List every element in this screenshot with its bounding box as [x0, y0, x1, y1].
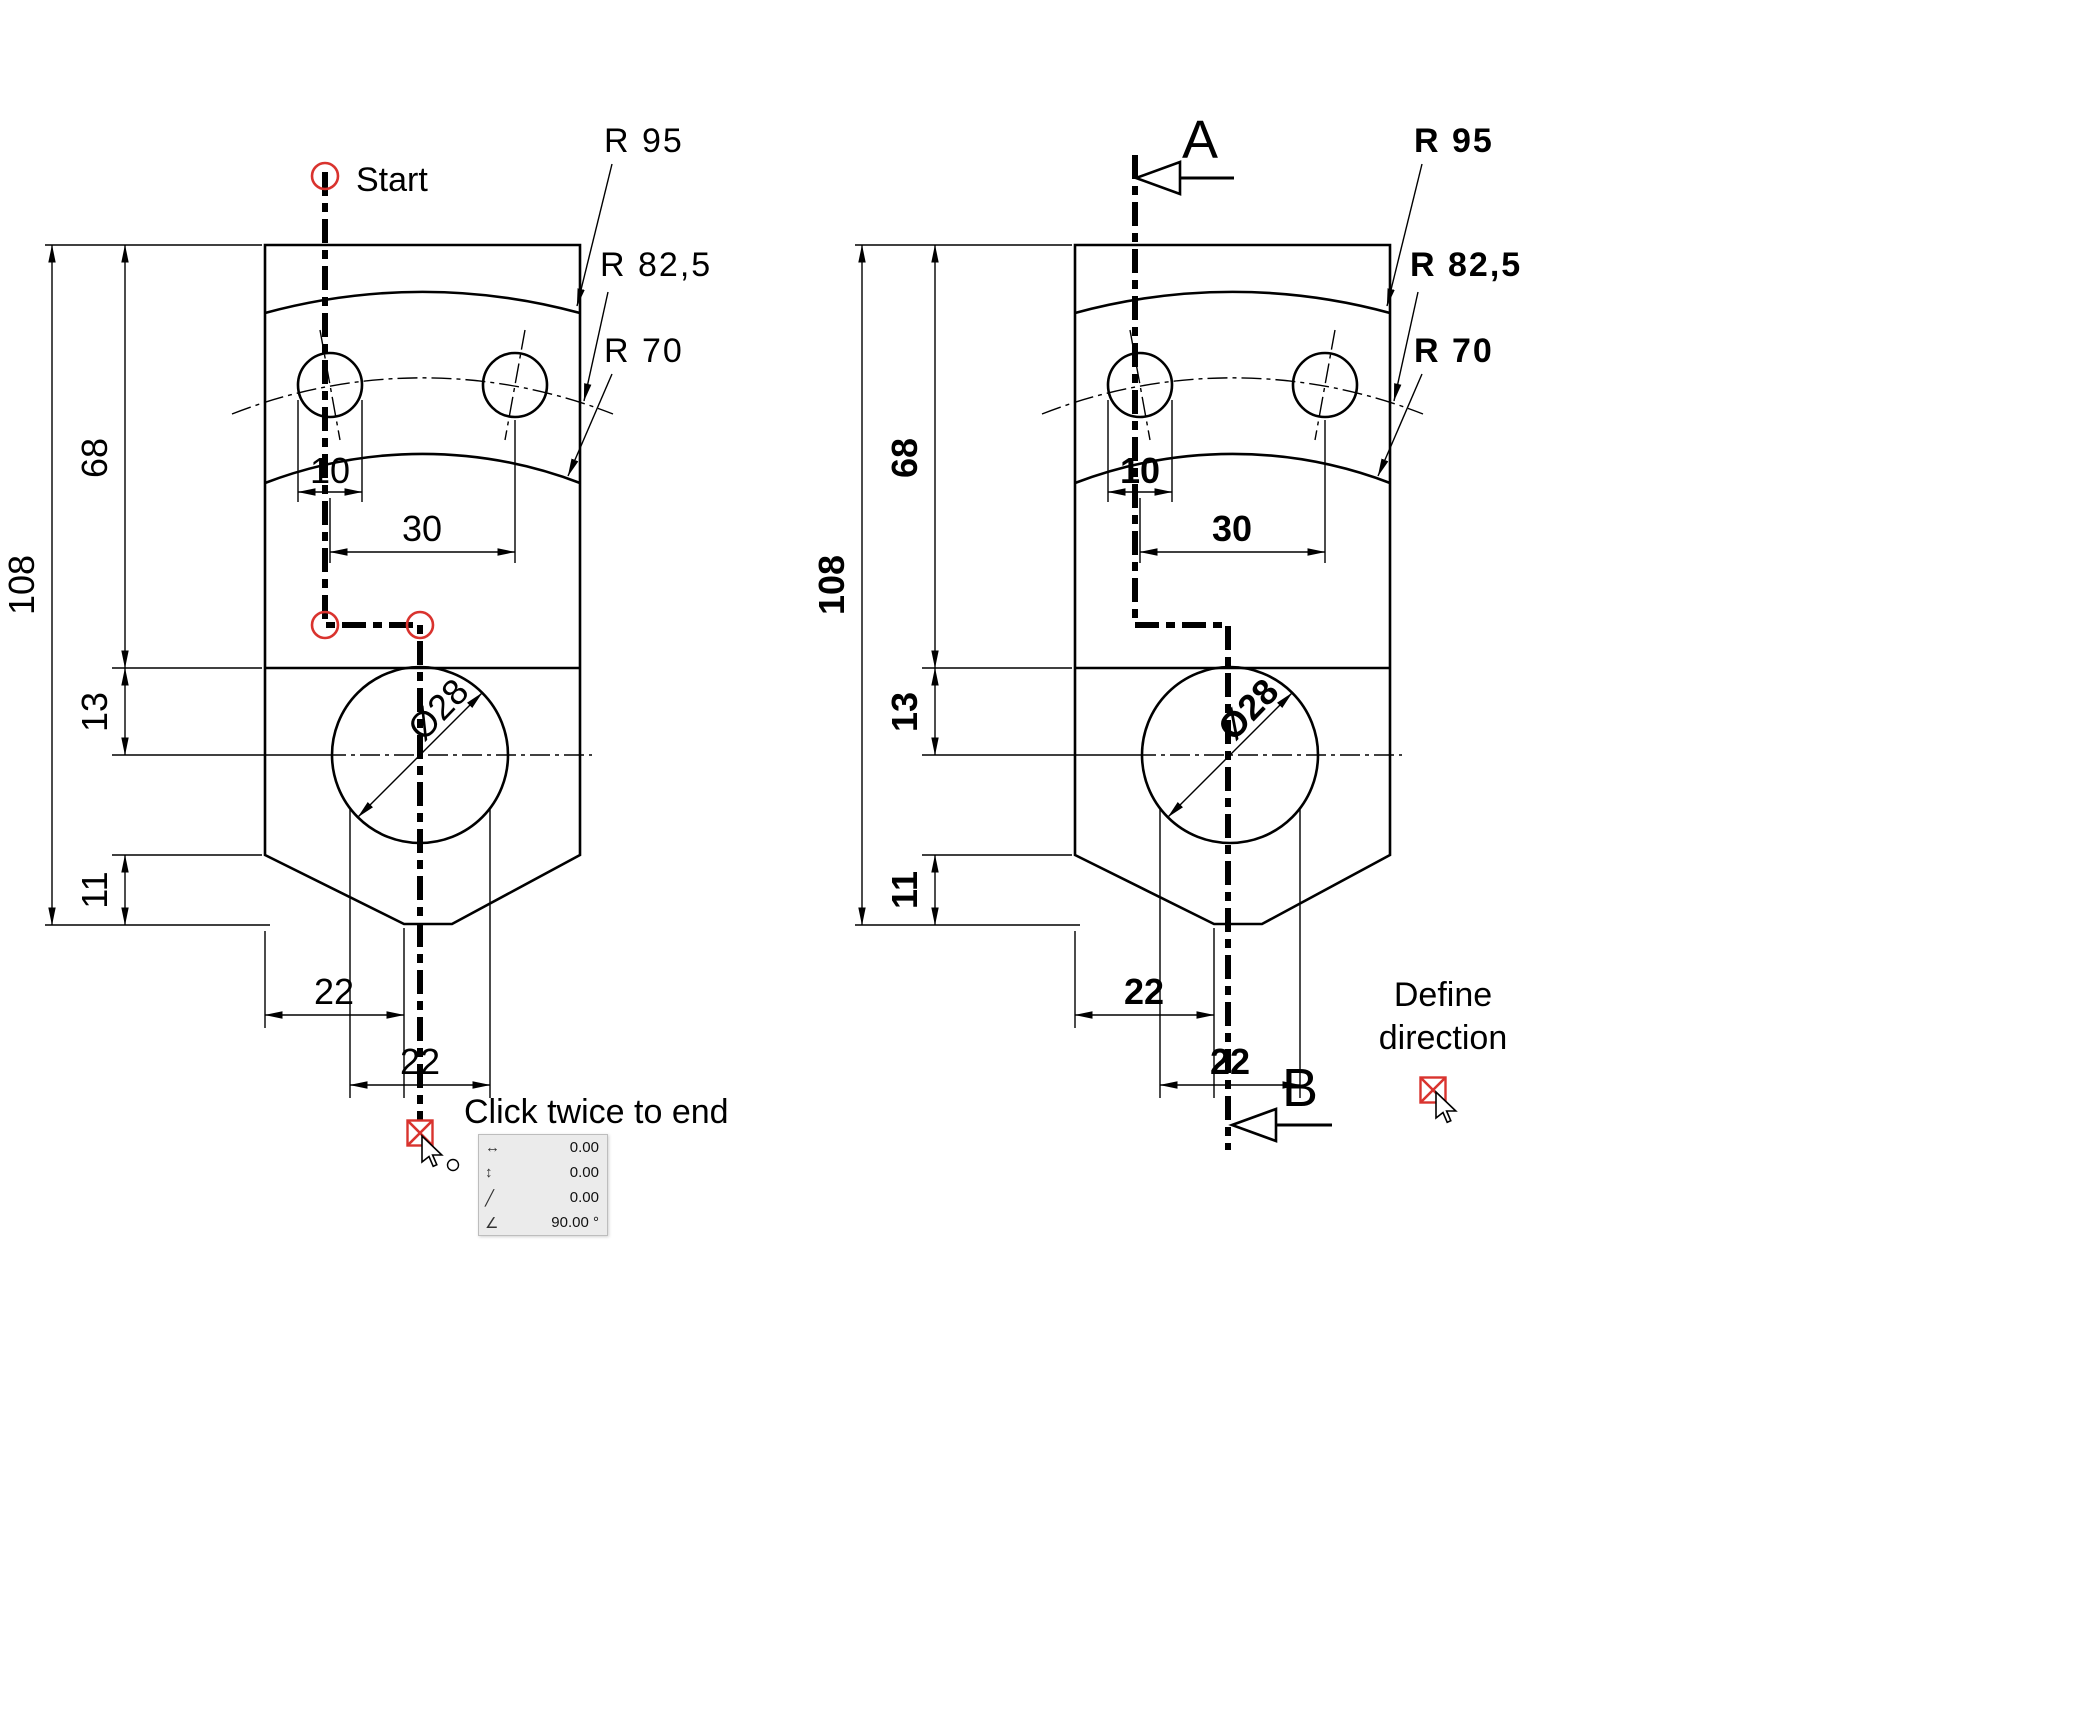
start-label: Start	[356, 161, 428, 199]
section-label-b: B	[1282, 1058, 1318, 1118]
section-arrow-b	[1228, 1107, 1332, 1143]
sketch-vertex-marker[interactable]	[405, 610, 435, 640]
coord-row-angle[interactable]: ∠ 90.00 °	[479, 1210, 607, 1235]
direction-hint-line2: direction	[1379, 1019, 1508, 1057]
sketch-start-marker[interactable]	[310, 161, 340, 191]
radius-label-r70: R 70	[1414, 332, 1494, 370]
dim-upper-height-label: 68	[74, 438, 115, 478]
dim-upper-height-label: 68	[884, 438, 925, 478]
dim-bore-diameter-label: Ø28	[400, 671, 477, 748]
dim-mid-offset-label: 13	[884, 692, 925, 732]
section-label-a: A	[1182, 110, 1218, 170]
coord-value-length[interactable]: 0.00	[569, 1189, 599, 1206]
end-hint-label: Click twice to end	[464, 1093, 729, 1131]
dim-bore-diameter-label: Ø28	[1210, 671, 1287, 748]
dim-hole-diameter-label: 10	[1120, 450, 1160, 491]
section-arrow-a	[1132, 160, 1234, 196]
mouse-cursor-icon	[421, 1134, 444, 1168]
dim-mid-offset-label: 13	[74, 692, 115, 732]
dims-view-left	[45, 164, 612, 1098]
left-view-dim-labels: 108 68 13 11 10 30 22 22 Ø28 R 95 R 82,5…	[1, 122, 712, 1082]
radius-label-r82: R 82,5	[1410, 246, 1522, 284]
coord-row-dx[interactable]: ↔ 0.00	[479, 1135, 607, 1160]
dim-hole-spacing-label: 30	[1212, 508, 1252, 549]
coord-row-dy[interactable]: ↕ 0.00	[479, 1160, 607, 1185]
coord-row-length[interactable]: ╱ 0.00	[479, 1185, 607, 1210]
dim-hole-diameter-label: 10	[310, 450, 350, 491]
section-sketch-path[interactable]	[322, 172, 423, 1133]
dim-edge-to-center-label: 22	[1124, 971, 1164, 1012]
click-indicator-icon	[446, 1158, 460, 1172]
section-cutting-line[interactable]	[1132, 155, 1231, 1150]
coord-value-angle[interactable]: 90.00 °	[551, 1214, 599, 1231]
dim-total-height-label: 108	[1, 555, 42, 615]
coordinate-input-box: ↔ 0.00 ↕ 0.00 ╱ 0.00 ∠ 90.00 °	[478, 1134, 608, 1236]
radius-label-r70: R 70	[604, 332, 684, 370]
dim-lower-height-label: 11	[884, 871, 925, 909]
direction-hint-line1: Define	[1394, 976, 1492, 1014]
horizontal-distance-icon: ↔	[485, 1139, 500, 1156]
part-view-right	[1040, 243, 1425, 1100]
right-view-dim-labels: 108 68 13 11 10 30 22 22 Ø28 R 95 R 82,5…	[811, 122, 1522, 1082]
dims-view-right	[855, 164, 1422, 1098]
length-icon: ╱	[485, 1189, 495, 1207]
radius-label-r82: R 82,5	[600, 246, 712, 284]
radius-label-r95: R 95	[604, 122, 684, 160]
coord-value-dy[interactable]: 0.00	[569, 1164, 599, 1181]
dim-hole-spacing-label: 30	[402, 508, 442, 549]
sketch-vertex-marker[interactable]	[310, 610, 340, 640]
radius-label-r95: R 95	[1414, 122, 1494, 160]
dim-lower-height-label: 11	[74, 871, 115, 908]
vertical-distance-icon: ↕	[485, 1164, 493, 1181]
angle-icon: ∠	[485, 1214, 499, 1232]
coord-value-dx[interactable]: 0.00	[569, 1139, 599, 1156]
dim-edge-to-center-label: 22	[314, 971, 354, 1012]
dim-total-height-label: 108	[811, 555, 852, 615]
mouse-cursor-icon	[1435, 1090, 1458, 1124]
